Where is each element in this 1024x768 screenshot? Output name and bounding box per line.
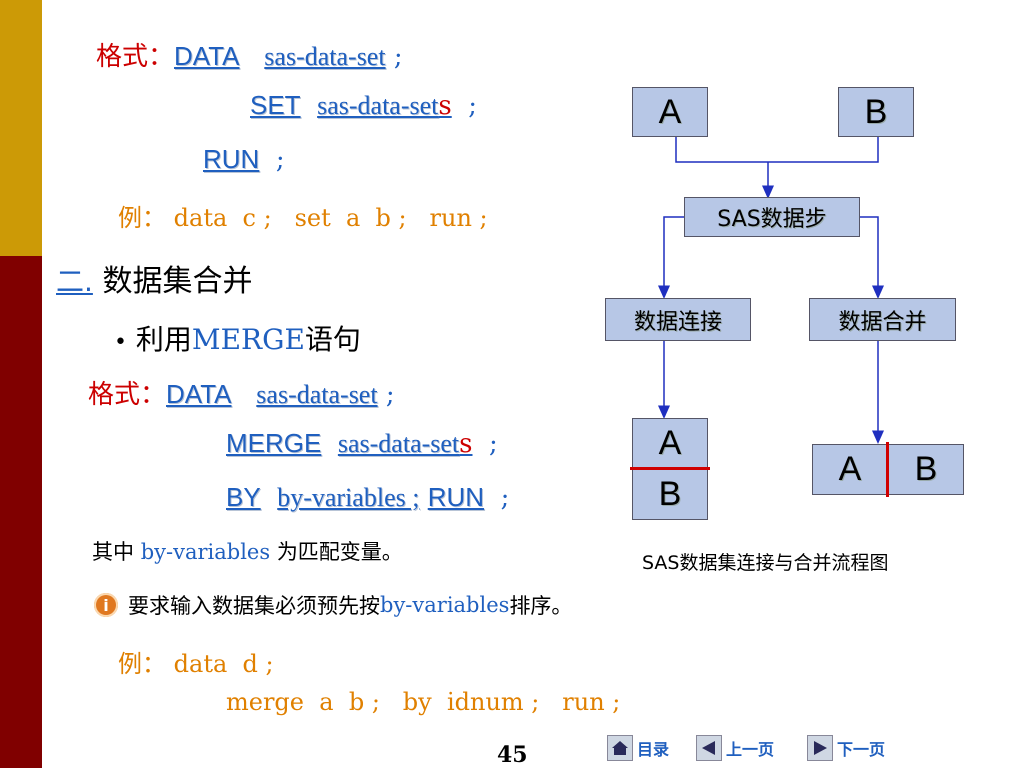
- datasets-s: s: [459, 429, 473, 459]
- note-keyword: by-variables: [140, 540, 271, 564]
- sas-data-step-box: SAS数据步: [684, 197, 860, 237]
- run-keyword: RUN: [203, 144, 260, 174]
- note-prefix: 其中: [92, 540, 134, 564]
- format-line-set: SET sas-data-sets ;: [250, 90, 477, 121]
- info-suffix: 排序。: [509, 594, 573, 618]
- nav-home-button[interactable]: 目录: [607, 735, 669, 761]
- triangle-right-icon: [807, 735, 833, 761]
- section-title: 数据集合并: [102, 264, 253, 299]
- set-keyword: SET: [250, 90, 301, 120]
- section-heading: 二. 数据集合并: [56, 256, 252, 300]
- left-red-bar: [0, 256, 42, 768]
- example-label: 例：: [118, 650, 166, 678]
- arrow-to-merge: [860, 216, 884, 299]
- left-gold-bar: [0, 0, 42, 256]
- example-label: 例：: [118, 204, 166, 232]
- merge-result-b: B: [888, 444, 964, 495]
- merge-keyword: MERGE: [226, 428, 322, 458]
- bullet-prefix: 利用: [135, 323, 192, 356]
- format-line-by: BY by-variables ; RUN ;: [226, 482, 509, 513]
- bullet-merge: • 利用MERGE语句: [114, 318, 361, 358]
- format-line-data-2: 格式：DATA sas-data-set ;: [88, 374, 395, 411]
- dataset-argument: sas-data-set: [256, 380, 378, 409]
- nav-prev-button[interactable]: 上一页: [696, 735, 774, 761]
- semicolon: ;: [393, 42, 403, 72]
- format-line-merge: MERGE sas-data-sets ;: [226, 428, 498, 459]
- datasets-argument: sas-data-set: [337, 429, 460, 458]
- datasets-argument: sas-data-set: [317, 91, 439, 120]
- merge-result-a: A: [812, 444, 888, 495]
- home-icon: [607, 735, 633, 761]
- example-code: merge a b ; by idnum ; run ;: [226, 688, 621, 716]
- section-number: 二.: [56, 265, 93, 298]
- bullet-dot: •: [114, 330, 127, 355]
- datasets-s: s: [438, 91, 452, 121]
- semicolon: ;: [500, 483, 510, 513]
- info-keyword: by-variables: [380, 593, 510, 617]
- merge-box: 数据合并: [809, 298, 956, 341]
- diagram-caption: SAS数据集连接与合并流程图: [642, 552, 889, 574]
- triangle-left-icon: [696, 735, 722, 761]
- example-2-line-1: 例： data d ;: [118, 644, 274, 679]
- dataset-b-box: B: [838, 87, 914, 137]
- format-label: 格式：: [88, 380, 167, 410]
- semicolon: ;: [385, 380, 395, 410]
- note-suffix: 为匹配变量。: [276, 540, 403, 564]
- data-keyword: DATA: [174, 41, 240, 71]
- by-argument: by-variables ;: [277, 483, 420, 512]
- concatenation-box: 数据连接: [605, 298, 751, 341]
- run-keyword: RUN: [427, 482, 485, 512]
- example-code: data c ; set a b ; run ;: [173, 204, 488, 232]
- format-line-run: RUN ;: [203, 144, 285, 175]
- example-code: data d ;: [173, 650, 274, 678]
- semicolon: ;: [489, 429, 498, 459]
- bullet-suffix: 语句: [304, 323, 361, 356]
- by-keyword: BY: [226, 482, 261, 512]
- info-prefix: 要求输入数据集必须预先按: [128, 594, 380, 618]
- merge-word: MERGE: [191, 323, 305, 356]
- semicolon: ;: [468, 91, 478, 121]
- concat-result-a: A: [632, 418, 708, 469]
- semicolon: ;: [275, 145, 285, 175]
- dataset-a-box: A: [632, 87, 708, 137]
- example-2-line-2: merge a b ; by idnum ; run ;: [226, 688, 620, 716]
- format-line-data-1: 格式：DATA sas-data-set ;: [96, 36, 403, 73]
- format-label: 格式：: [96, 42, 175, 72]
- arrow-to-concat: [658, 216, 684, 299]
- concat-result-b: B: [632, 469, 708, 520]
- concat-divider: [630, 467, 710, 470]
- merge-line-ab: [675, 137, 879, 163]
- by-variables-note: 其中 by-variables 为匹配变量。: [92, 536, 403, 566]
- example-1: 例： data c ; set a b ; run ;: [118, 198, 488, 233]
- data-keyword: DATA: [166, 379, 232, 409]
- nav-prev-label: 上一页: [726, 740, 775, 759]
- nav-next-label: 下一页: [837, 740, 886, 759]
- dataset-argument: sas-data-set: [264, 42, 386, 71]
- nav-home-label: 目录: [637, 740, 670, 759]
- merge-divider: [886, 442, 889, 497]
- nav-next-button[interactable]: 下一页: [807, 735, 885, 761]
- info-icon: i: [94, 593, 118, 617]
- page-number: 45: [497, 742, 528, 768]
